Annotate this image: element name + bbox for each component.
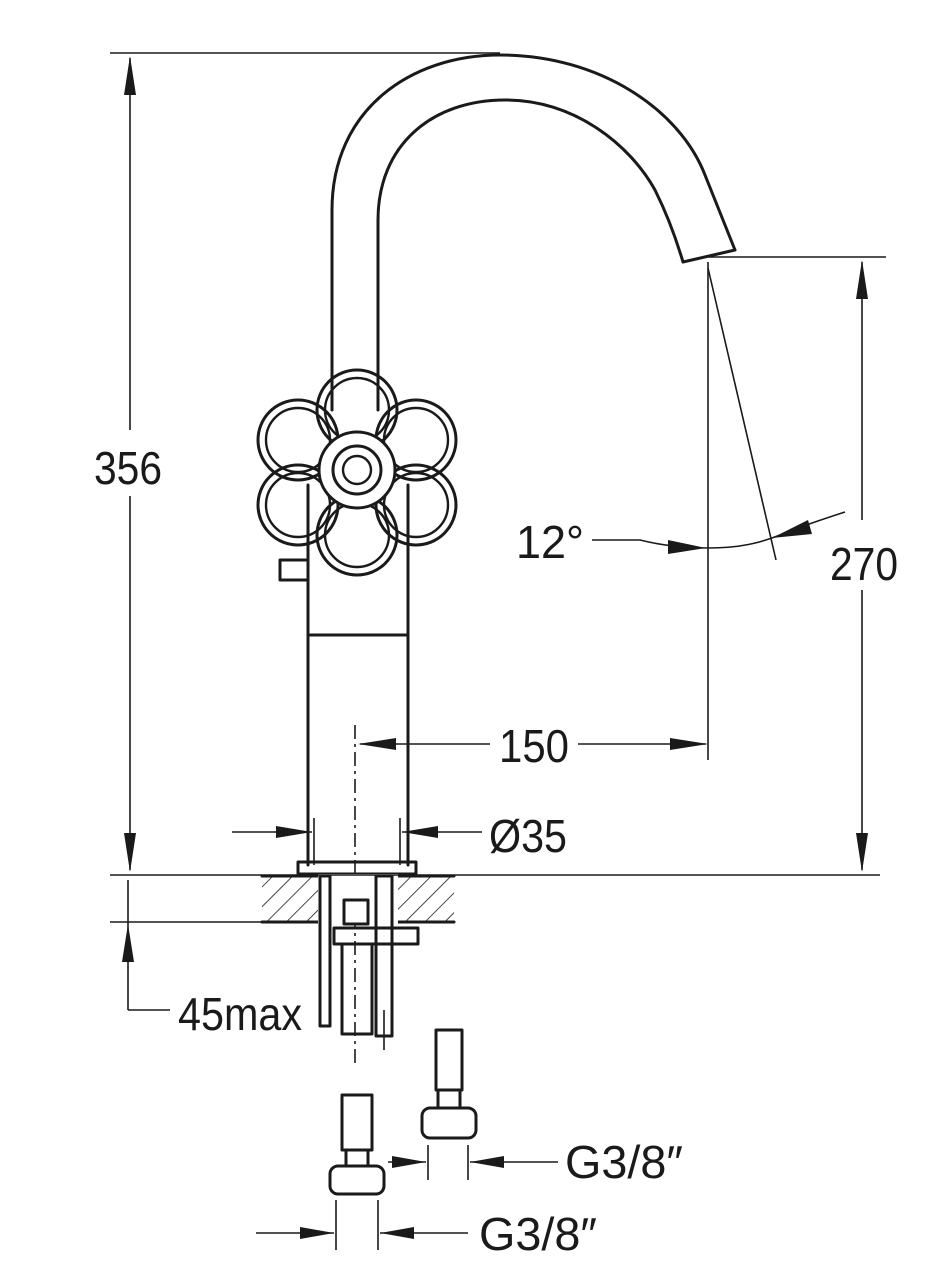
label-45max: 45max — [178, 988, 302, 1040]
label-270: 270 — [830, 538, 898, 590]
label-12deg: 12° — [516, 516, 584, 568]
dim-spout-height: 270 — [705, 256, 904, 872]
faucet-body — [278, 483, 418, 1065]
label-g38-left: G3/8″ — [479, 1208, 597, 1260]
label-d35: Ø35 — [489, 810, 567, 862]
dim-total-height: 356 — [88, 52, 880, 876]
fixing-and-hoses — [318, 874, 478, 1196]
dim-body-diameter: Ø35 — [232, 810, 567, 865]
label-150: 150 — [499, 720, 569, 772]
dim-spout-angle: 12° — [516, 262, 846, 760]
handle-hub — [317, 430, 397, 510]
spout — [330, 53, 737, 412]
label-g38-right: G3/8″ — [565, 1136, 683, 1188]
flower-handle — [256, 368, 458, 577]
pop-up-lever — [278, 558, 310, 582]
base-flange — [296, 860, 418, 876]
dim-deck-thickness: 45max — [110, 880, 302, 1040]
dim-thread-right: G3/8″ — [388, 1136, 683, 1188]
label-356: 356 — [94, 442, 162, 494]
dim-thread-left: G3/8″ — [256, 1200, 597, 1260]
dim-spout-reach: 150 — [358, 720, 708, 772]
